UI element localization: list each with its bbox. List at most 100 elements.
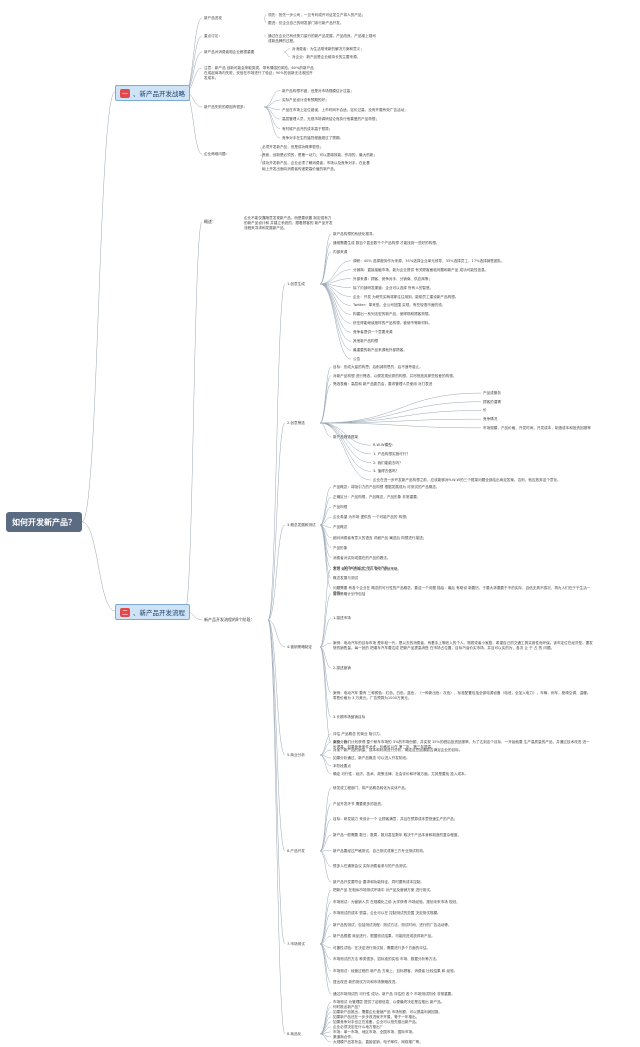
connector-line [319,943,332,995]
connector-line [283,51,291,57]
connector-line [81,91,116,523]
connector-line [319,496,332,526]
stage-leaf-text: 新产品的测试，包括测试流程：测试方法、测试时间、进行的广告活动等。 [333,922,452,927]
connector-line [319,251,332,285]
connector-line [319,233,332,285]
stage-leaf-text: 市场测试：经营过程的 新产品 方案上，目标顾客、消费者 比较结果 和 经验。 [333,968,458,973]
stage-leaf-text: 1.描述市场 [333,616,351,621]
stage-leaf-text: 2. 我们能能去吗？ [373,460,403,465]
connector-line [319,283,352,360]
connector-line [319,935,332,945]
strategy-leaf-text: 然而，创新是必须的，是第一动力；可以提增效能、作用的，最大的新； [262,153,377,158]
stage-leaf-text: 如果竞争对手也正在准备，企业可以抢先推出新产品。 [333,1020,420,1024]
strategy-leaf-text: 竞争对手在生的猛烈程度超过了预期。 [282,136,344,140]
stage-leaf-text: 正确区分：产品构想，产品概念，产品形象 非常重要。 [333,495,421,500]
connector-line [319,646,332,693]
connector-line [184,17,203,93]
stage-leaf-text: 企业在进一步开发新产品构想之前，应该能够对R-W-W的三个框架问题全部给出肯定答… [373,478,561,482]
strategy-leaf-text: 高层管理人员，无视市场调研结论而执行他喜爱的产品构想； [282,117,380,121]
stage-leaf-text: 目标：形成大量的构思；后削减构思的，后不速夸诞止。 [333,365,423,369]
stage-leaf-text: 如果分析通过，新产品概念 可以进入开发阶段。 [333,756,410,760]
connector-line [319,901,332,945]
connector-line [319,517,332,526]
strategy-node-label: 注意：新产品 创新可能会采取类类。带有情感的风险。60%的新产品在成起商场内失败… [204,66,314,81]
strategy-node-label: 新产品失败的原因有很多： [204,105,248,109]
stage-leaf-text: 企业希望 为市场 提供的 一个可能产品的 构想； [333,515,410,520]
connector-line [263,106,281,129]
stage-leaf-text: 市场：单一市场、地区市场、全国市场、国际市场。 [333,1030,416,1034]
strategy-leaf-text: 实际产品设计没有预期的好； [282,98,329,102]
branch-process[interactable]: 二 、新产品开发流程 [115,604,191,620]
stage-leaf-text: 新产品一般需要 数日，数周，数月甚至数年 取决于产品本身和制造的复杂程度。 [333,833,462,837]
stage-leaf-text: 市场测试 为管理层 提供了足够信息，以便最终决定是否推出 新产品。 [333,1000,445,1004]
connector-line [319,524,332,579]
connector-line [319,242,332,285]
strategy-leaf-text: 产品在市场上定位错误，上市时间不合适，定价过高，没有开展有效广告活动； [282,107,408,112]
stage-label: 2.创意筛选 [287,421,305,425]
stage-leaf-text: 通常需要生成 数百个甚至数千个产品构想 才能找到一些好的构想。 [333,240,440,245]
stage-leaf-text: 竞争者提供一个意要来源 [353,330,393,335]
stage-leaf-text: 新产品根据 商品进行，根据测试结果，可能改进或放弃新产品。 [333,934,435,939]
stage-label: 8.商品化 [287,1032,302,1036]
stage-leaf-text: 产品概念 [333,525,348,530]
connector-line [319,283,352,315]
connector-line [319,618,332,648]
connector-line [319,422,372,455]
stage-leaf-text: 案例：电动汽车 要有 三种颜色：红色、白色、蓝色，（一种新出色：灰色），标准配置… [333,690,591,700]
overview-text: 企业不能仅靠随意发现新产品，而是要依靠 制定强有力的新产品设计和 并建立系统的、… [244,216,333,231]
stage-leaf-text: 新产品要经过严格测试，自己测试或第三方专业测试机构。 [333,848,427,853]
stage-leaf-text: 确定 可行性 - 经济、技术、政策法律、社会评价和环境方面。尤其是要找 投入成本… [333,772,469,776]
strategy-leaf-text: 新产品构想不错，但是对市场规模估计过高； [282,88,354,93]
stage-leaf-text: 调研：40% 选择服务作为来源，35%选择企业单元领导，33%选择员工，17%选… [353,258,505,263]
stage-leaf-text: 提出改进 新的测试方向和市场策略改进。 [333,980,399,985]
stage-leaf-text: 竞争情况 [483,417,498,422]
stage-leaf-text: 市场测试：为营销人员 在规模化之前 大学获得 市场经验，规划未来市场 规划。 [333,899,460,904]
stage-leaf-text: 如果新产品推出，需要企业营销产品 市场份额，可以提高利润回报。 [333,1010,442,1014]
branch-number-badge: 一 [120,88,131,98]
stage-leaf-text: 可靠性试验：在决定进行测试前，需要进行多个方面的评估。 [333,945,431,950]
connector-line [184,35,203,93]
stage-leaf-text: R-W-W模型： [373,443,396,448]
connector-line [319,283,352,333]
connector-line [81,521,116,612]
connector-line [283,48,291,53]
connector-line [184,221,203,612]
branch-strategy[interactable]: 一 、新产品开发战略 [115,85,191,101]
stage-leaf-text: 把新产品 在相似市场测试环境中 对产品及营销方案 进行测试。 [333,888,434,892]
connector-line [267,619,286,852]
connector-line [319,283,352,351]
stage-leaf-text: Twitter：革来型。全公司范围 实现，有些较语市面的领。 [353,303,446,308]
connector-line [319,366,332,424]
branch-label: 、新产品开发战略 [133,90,186,98]
stage-label: 7.市场测试 [287,942,305,946]
connector-line [319,418,482,424]
stage-leaf-text: 市场规模，产品价格，开发时间，开发成本，制造成本和投资回报率 [483,425,591,430]
stage-leaf-text: 问题需要 有各个企业在 概念的可行性的产品概念，要这一个问题 描绘：最后 有助设… [333,586,591,596]
connector-line [319,642,332,648]
connector-line [319,646,332,718]
connector-line [319,1006,332,1035]
connector-line [319,392,482,424]
stage-leaf-text: 公告 [353,357,361,361]
connector-line [267,619,286,1035]
stage-label: 1.创意生成 [287,282,305,286]
connector-line [319,1033,332,1043]
stage-leaf-text: 产品或服务 [483,391,501,396]
stage-leaf-text: 新产品开发要符合 要求和功能特征，同时要有成本控制。 [333,880,424,884]
connector-line [319,889,332,945]
stage-leaf-text: 市场测试的方法 种类很多，如标准的实验 市场、数据分析等方法。 [333,957,440,962]
strategy-leaf-text: 有时候产品开的成本高于预算； [282,126,333,131]
connector-line [319,646,332,669]
connector-line [184,91,203,155]
stage-label: 3.概念发展和测试 [287,523,316,527]
connector-line [319,422,372,481]
stage-leaf-text: 目标：研发能力 来设计一个 让顾客满意，并且在预算成本里快速生产的产品。 [333,817,458,822]
connector-line [267,619,286,756]
stage-leaf-text: 内部来源 [333,249,348,254]
strategy-node-label: 企业两难问题： [204,152,230,156]
stage-leaf-text: 新产品构想的系统化搜寻。 [333,232,377,236]
stage-leaf-text: 外部来源：顾客、竞争对手、分销商、供应商等； [353,276,433,281]
strategy-leaf-text: 通过在企业已有优势力量行的新产品发展，产品改良，产品增上规司或新品牌的过程。 [268,34,376,44]
stages-label: 新产品开发流程的8个阶段： [204,617,255,622]
